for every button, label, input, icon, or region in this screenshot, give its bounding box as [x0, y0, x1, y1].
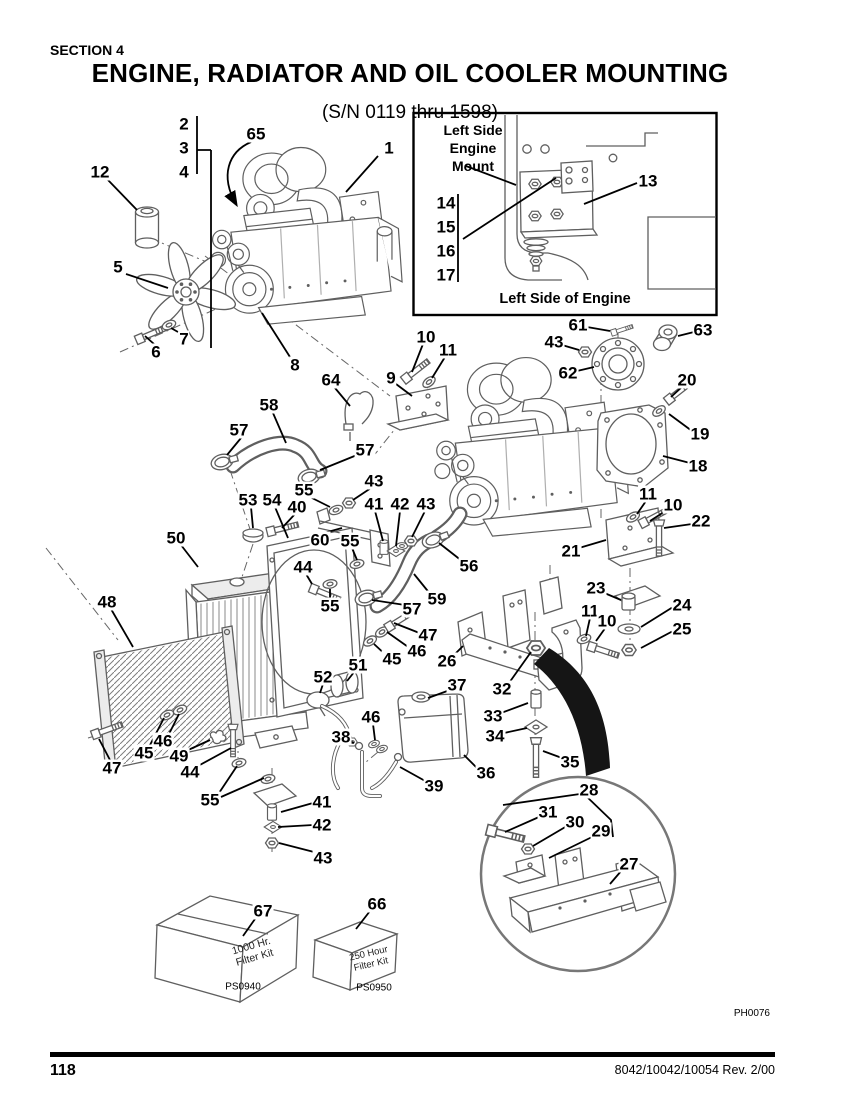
page-title: ENGINE, RADIATOR AND OIL COOLER MOUNTING	[91, 58, 729, 88]
page-number: 118	[50, 1062, 76, 1079]
leader-lines	[98, 116, 695, 937]
doc-reference: 8042/10042/10054 Rev. 2/00	[614, 1063, 775, 1077]
figure-code: PH0076	[733, 1008, 770, 1019]
inset-caption: Left Side of Engine	[499, 291, 631, 307]
detail-pointer-swoosh	[534, 648, 610, 776]
circle-inset-drawing	[479, 775, 677, 973]
serial-range-subtitle: (S/N 0119 thru 1598)	[321, 102, 499, 123]
filter-kit-250hr-code: PS0950	[356, 982, 392, 994]
inset-drawing	[412, 111, 718, 317]
hose-drawings	[208, 390, 468, 798]
oil-filter-drawing	[134, 206, 160, 249]
inset-title: Left Side Engine Mount	[443, 122, 503, 175]
hub-and-plate-drawing	[591, 324, 678, 488]
section-label: SECTION 4	[50, 42, 124, 58]
oil-cooler-drawing	[93, 625, 245, 774]
footer-rule	[50, 1052, 775, 1057]
engine-drawing	[210, 146, 403, 325]
fan-drawing	[135, 241, 237, 343]
filter-kit-boxes	[154, 895, 399, 1004]
filter-kit-1000hr-code: PS0940	[225, 981, 261, 993]
overflow-bottle-drawing	[393, 691, 469, 763]
hardware-drawings	[89, 317, 695, 849]
